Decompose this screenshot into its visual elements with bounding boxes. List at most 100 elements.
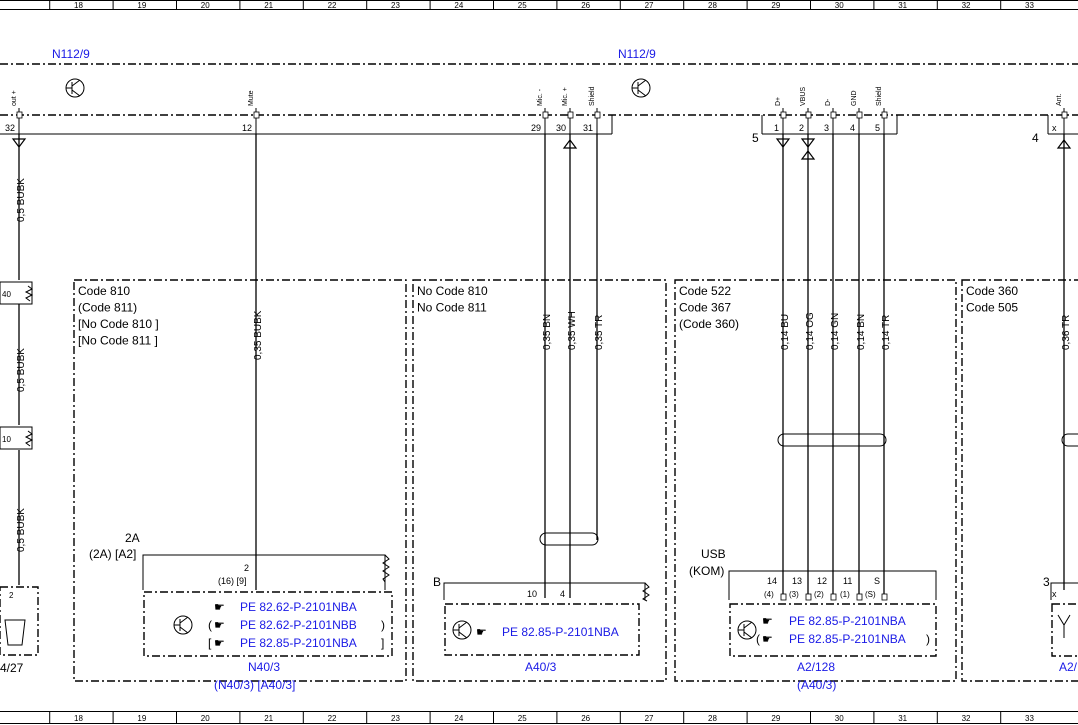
reference-link[interactable]: PE 82.62-P-2101NBB — [240, 618, 357, 632]
ruler-number: 32 — [962, 1, 971, 10]
pin-number: 4 — [850, 123, 855, 133]
left-harness — [0, 134, 39, 656]
component-box-a40-3 — [444, 603, 640, 656]
ruler-number: 33 — [1025, 714, 1034, 723]
hand-pointer-icon: ☛ — [476, 625, 487, 639]
top-pin: out + 32 — [5, 90, 23, 134]
connector-label-alt: (KOM) — [689, 564, 724, 578]
pin-signal-label: D- — [825, 98, 832, 106]
ruler-number: 26 — [581, 714, 590, 723]
component-box-n40-3 — [143, 591, 393, 657]
connector-label: 2A — [125, 531, 140, 545]
pin-signal-label: Mic. + — [562, 87, 569, 106]
wire-label: 0,35 TR — [594, 315, 605, 350]
connector-label: USB — [701, 547, 726, 561]
ruler-number: 31 — [898, 714, 907, 723]
wire-label: 0,36 TR — [1061, 315, 1072, 350]
ruler-number: 28 — [708, 714, 717, 723]
variant-code-label: No Code 811 — [417, 301, 487, 315]
pin-label-alt: (1) — [840, 590, 850, 599]
ruler-number: 33 — [1025, 1, 1034, 10]
wire-label: 0,14 BN — [856, 314, 867, 350]
pin-number: x — [1052, 123, 1057, 133]
ruler-number: 27 — [645, 714, 654, 723]
pin-number: 30 — [556, 123, 566, 133]
variant-code-label: Code 505 — [966, 301, 1018, 315]
twisted-pair-shield — [777, 433, 887, 447]
ref-bracket: ) — [381, 618, 385, 632]
ruler-number: 19 — [137, 1, 146, 10]
reference-link[interactable]: PE 82.85-P-2101NBA — [502, 625, 619, 639]
ruler-top: 1819202122232425262728293031323334 — [0, 0, 1078, 10]
pin-signal-label: Mic. - — [537, 88, 544, 106]
reference-link[interactable]: PE 82.85-P-2101NBA — [789, 632, 906, 646]
wire-label: 0,35 BUBK — [253, 310, 264, 360]
pin-label-alt: (2) — [814, 590, 824, 599]
component-name[interactable]: A40/3 — [525, 660, 557, 674]
wire-label: 0,5 BUBK — [16, 348, 27, 392]
variant-code-label: (Code 360) — [679, 317, 739, 331]
ruler-number: 24 — [454, 1, 463, 10]
variant-code-label: (Code 811) — [78, 301, 137, 315]
reference-link[interactable]: PE 82.62-P-2101NBA — [240, 600, 357, 614]
ruler-number: 22 — [328, 714, 337, 723]
ruler-number: 30 — [835, 1, 844, 10]
ruler-number: 29 — [771, 714, 780, 723]
top-pin: D+ 1 — [774, 97, 787, 134]
reference-link[interactable]: PE 82.85-P-2101NBA — [240, 636, 357, 650]
variant-box-nocode810 — [412, 279, 667, 682]
component-name-alt[interactable]: (A40/3) — [797, 678, 836, 692]
ruler-number: 18 — [74, 714, 83, 723]
ref-bracket: [ — [208, 636, 212, 650]
ruler-number: 21 — [264, 714, 273, 723]
pin-label: 2 — [244, 563, 249, 573]
ant-group-number: 4 — [1032, 131, 1039, 145]
pin-signal-label: Ant. — [1056, 93, 1063, 106]
pin-label: x — [1052, 589, 1057, 599]
reference-link[interactable]: PE 82.85-P-2101NBA — [789, 614, 906, 628]
top-pin: Mic. + 30 — [556, 87, 574, 134]
variant-code-label: [No Code 811 ] — [78, 334, 158, 348]
pin-label-alt: (3) — [789, 590, 799, 599]
component-name-alt[interactable]: (N40/3) [A40/3] — [214, 678, 295, 692]
ruler-number: 18 — [74, 1, 83, 10]
ruler-number: 25 — [518, 1, 527, 10]
variant-code-label: Code 360 — [966, 284, 1018, 298]
pin-number: 29 — [531, 123, 541, 133]
wire-label: 0,14 OG — [805, 312, 816, 350]
component-name[interactable]: N40/3 — [248, 660, 280, 674]
pin-number: 1 — [774, 123, 779, 133]
pin-number: 32 — [5, 123, 15, 133]
ruler-number: 20 — [201, 714, 210, 723]
component-name[interactable]: A2/128 — [797, 660, 835, 674]
ref-bracket: ( — [756, 632, 760, 646]
pin-label: 4 — [560, 589, 565, 599]
variant-code-label: Code 367 — [679, 301, 731, 315]
connector-label: B — [433, 575, 441, 589]
variant-code-label: No Code 810 — [417, 284, 488, 298]
ant-lower-number: 3 — [1043, 575, 1050, 589]
module-label-left: N112/9 — [52, 47, 90, 61]
pin-number: 3 — [824, 123, 829, 133]
wire-label: 0,35 WH — [567, 311, 578, 350]
pin-label: 12 — [817, 576, 827, 586]
module-label-right: N112/9 — [618, 47, 656, 61]
pin-signal-label: Shield — [589, 86, 596, 106]
ruler-number: 25 — [518, 714, 527, 723]
pin-signal-label: D+ — [775, 97, 782, 106]
ruler-number: 27 — [645, 1, 654, 10]
ruler-number: 29 — [771, 1, 780, 10]
ref-bracket: ) — [926, 632, 930, 646]
right-edge-label[interactable]: A2/ — [1059, 660, 1078, 674]
wire-label: 0,5 BUBK — [16, 508, 27, 552]
connector-label-alt: (2A) [A2] — [89, 547, 136, 561]
ruler-number: 31 — [898, 1, 907, 10]
ruler-number: 22 — [328, 1, 337, 10]
wire-label: 0,35 BN — [542, 314, 553, 350]
pin-signal-label: out + — [11, 90, 18, 106]
